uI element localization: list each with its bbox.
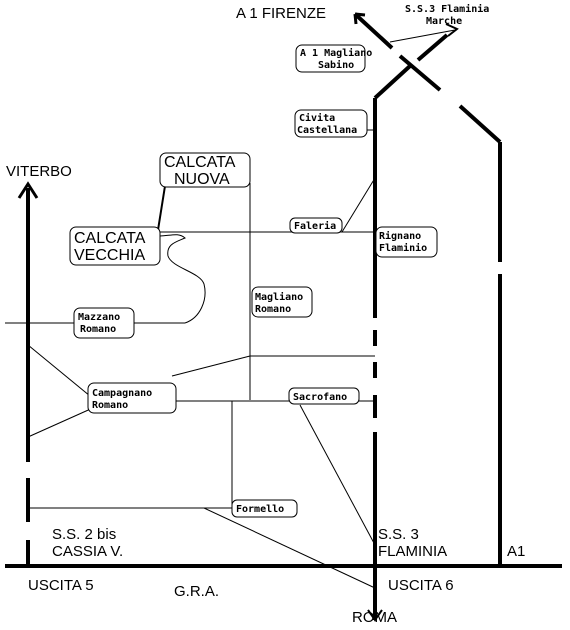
ss3-label-1: S.S. 3 xyxy=(378,526,419,543)
a1-road xyxy=(353,12,502,566)
a1-label: A1 xyxy=(507,543,525,560)
svg-text:VECCHIA: VECCHIA xyxy=(74,247,145,264)
svg-text:Magliano: Magliano xyxy=(255,291,303,303)
calcata-nuova-label: CALCATA NUOVA xyxy=(159,152,251,188)
rignano-flaminio-label: Rignano Flaminio xyxy=(375,226,438,258)
a1-firenze-label: A 1 FIRENZE xyxy=(236,5,326,22)
ss3-marche-label-1: S.S.3 Flaminia xyxy=(405,3,489,15)
svg-text:A 1 Magliano: A 1 Magliano xyxy=(300,47,372,59)
calcata-vecchia-label: CALCATA VECCHIA xyxy=(69,226,161,266)
mazzano-romano-label: Mazzano Romano xyxy=(73,307,135,339)
ss3-label-2: FLAMINIA xyxy=(378,543,447,560)
magliano-romano-label: Magliano Romano xyxy=(251,286,313,318)
svg-text:CALCATA: CALCATA xyxy=(74,230,146,247)
formello-label: Formello xyxy=(231,499,298,518)
campagnano-romano-label: Campagnano Romano xyxy=(87,382,177,414)
sacrofano-label: Sacrofano xyxy=(288,387,360,405)
svg-text:Faleria: Faleria xyxy=(294,220,336,232)
svg-text:Flaminio: Flaminio xyxy=(379,242,427,254)
cassia-road xyxy=(17,181,39,566)
svg-text:Formello: Formello xyxy=(236,504,284,515)
ss2bis-label-1: S.S. 2 bis xyxy=(52,526,116,543)
ss3-marche-arrow xyxy=(389,23,459,43)
svg-text:Romano: Romano xyxy=(92,400,128,411)
svg-text:Castellana: Castellana xyxy=(297,125,357,136)
svg-text:Rignano: Rignano xyxy=(379,230,421,242)
uscita6-label: USCITA 6 xyxy=(388,577,454,594)
svg-text:Sacrofano: Sacrofano xyxy=(293,392,347,403)
ss3-marche-label-2: Marche xyxy=(426,16,462,27)
a1-magliano-sabino-label: A 1 Magliano Sabino xyxy=(295,44,372,73)
viterbo-label: VITERBO xyxy=(6,163,72,180)
uscita5-label: USCITA 5 xyxy=(28,577,94,594)
svg-text:Sabino: Sabino xyxy=(318,59,354,71)
roma-label: ROMA xyxy=(352,609,397,626)
svg-text:Romano: Romano xyxy=(80,324,116,335)
svg-text:Civita: Civita xyxy=(299,112,335,124)
svg-text:Romano: Romano xyxy=(255,304,291,315)
svg-text:CALCATA: CALCATA xyxy=(164,154,236,171)
faleria-label: Faleria xyxy=(289,217,343,234)
civita-castellana-label: Civita Castellana xyxy=(294,109,368,138)
gra-label: G.R.A. xyxy=(174,583,219,600)
svg-text:Mazzano: Mazzano xyxy=(78,312,120,323)
ss2bis-label-2: CASSIA V. xyxy=(52,543,123,560)
secondary-roads xyxy=(5,129,376,589)
svg-text:Campagnano: Campagnano xyxy=(92,388,152,399)
svg-text:NUOVA: NUOVA xyxy=(174,171,230,188)
flaminia-road xyxy=(367,33,449,622)
